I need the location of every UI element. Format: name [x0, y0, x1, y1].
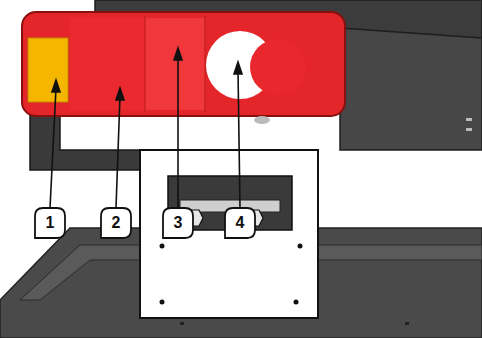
lamp-housing: [22, 12, 345, 116]
lens-cut: [250, 39, 306, 95]
indicator-lens: [28, 38, 68, 102]
brake-lens: [70, 18, 145, 110]
arrow-head: [234, 62, 242, 74]
tail-lens: [145, 18, 205, 110]
callout-number: 4: [225, 211, 255, 235]
arrow-head: [116, 88, 124, 100]
arrow-head: [174, 48, 182, 60]
leader-line: [177, 56, 179, 208]
leader-line: [238, 70, 240, 208]
leader-line: [50, 88, 56, 208]
divider: [145, 16, 146, 112]
callout-number: 3: [163, 211, 193, 235]
screw: [294, 300, 299, 305]
callout-shape: [225, 208, 255, 238]
arrow-head: [52, 80, 60, 92]
callout-number: 1: [35, 211, 65, 235]
callout-shape: [101, 208, 131, 238]
connector: [254, 116, 270, 124]
frame-side: [340, 28, 482, 150]
divider: [205, 16, 206, 112]
leader-line: [116, 96, 120, 208]
callout-shape: [163, 208, 193, 238]
mounting-plate: [140, 150, 318, 318]
hole: [405, 322, 409, 325]
marker: [466, 128, 472, 131]
hole: [180, 322, 184, 325]
marker: [466, 118, 472, 121]
screw: [160, 244, 165, 249]
screw: [160, 300, 165, 305]
callout-shape: [35, 208, 65, 238]
screw: [298, 244, 303, 249]
callout-number: 2: [101, 211, 131, 235]
